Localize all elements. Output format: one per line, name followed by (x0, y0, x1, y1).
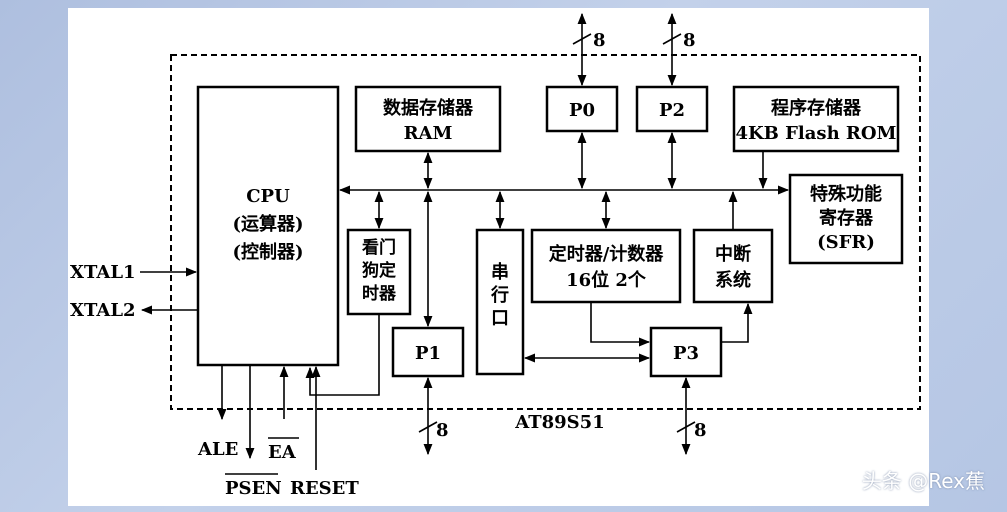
serial-label-3: 口 (491, 308, 509, 329)
p0-block: P0 (545, 85, 619, 133)
cpu-block: CPU (运算器) (控制器) (196, 85, 340, 367)
serial-label-1: 串 (491, 262, 509, 283)
ram-label: 数据存储器 (383, 97, 474, 119)
cpu-alu-label: (运算器) (232, 213, 303, 235)
xtal2-label: XTAL2 (70, 300, 136, 321)
diagram-sheet: CPU (运算器) (控制器) 数据存储器 RAM P0 P2 程序存储器 4K… (68, 8, 929, 506)
watchdog-label-2: 狗定 (362, 260, 396, 281)
p0-bus-slash (572, 33, 592, 45)
sfr-label-1: 特殊功能 (810, 183, 882, 205)
timer-label: 定时器/计数器 (549, 243, 665, 265)
p1-block: P1 (391, 326, 465, 378)
p3-bus-slash (676, 421, 696, 433)
p1-bus-slash (418, 421, 438, 433)
watchdog-label-3: 时器 (362, 284, 397, 304)
interrupt-label-1: 中断 (715, 243, 751, 265)
block-diagram: CPU (运算器) (控制器) 数据存储器 RAM P0 P2 程序存储器 4K… (70, 12, 921, 499)
p2-label: P2 (659, 100, 685, 121)
rom-label: 程序存储器 (771, 97, 862, 119)
p3-interrupt-link (721, 302, 753, 343)
serial-port-block: 串 行 口 (475, 228, 525, 376)
timer-counter-block: 定时器/计数器 16位 2个 (530, 228, 682, 304)
p3-label: P3 (673, 343, 699, 364)
interrupt-system-block: 中断 系统 (692, 228, 774, 304)
p2-block: P2 (635, 85, 709, 133)
p2-bus-width: 8 (683, 30, 696, 51)
timer-p3-link (590, 302, 651, 347)
watchdog-label-1: 看门 (361, 237, 396, 258)
p3-bus-width: 8 (694, 420, 707, 441)
sfr-label-3: (SFR) (817, 232, 875, 253)
p1-bus-width: 8 (436, 420, 449, 441)
psen-label: PSEN (225, 478, 282, 499)
rom-block: 程序存储器 4KB Flash ROM (732, 85, 900, 153)
cpu-controller-label: (控制器) (232, 241, 303, 263)
watchdog-block: 看门 狗定 时器 (346, 228, 412, 316)
rom-type-label: 4KB Flash ROM (736, 123, 897, 144)
ea-label: EA (268, 442, 297, 463)
sfr-label-2: 寄存器 (819, 207, 874, 229)
sfr-block: 特殊功能 寄存器 (SFR) (788, 173, 904, 265)
chip-boundary (170, 54, 921, 410)
cpu-label: CPU (246, 186, 290, 207)
interrupt-label-2: 系统 (715, 269, 751, 291)
p2-bus-slash (662, 33, 682, 45)
timer-count-label: 16位 2个 (566, 269, 647, 291)
ram-type-label: RAM (404, 123, 453, 144)
p0-bus-width: 8 (593, 30, 606, 51)
p0-label: P0 (569, 100, 595, 121)
xtal1-label: XTAL1 (70, 262, 136, 283)
p3-block: P3 (649, 326, 723, 378)
chip-name-label: AT89S51 (514, 412, 604, 433)
watermark: 头条 @Rex蕉 (861, 469, 985, 493)
reset-label: RESET (290, 478, 359, 499)
serial-label-2: 行 (490, 284, 509, 306)
p1-label: P1 (415, 343, 441, 364)
ale-label: ALE (197, 439, 238, 460)
watchdog-cpu-reset-link (305, 314, 380, 396)
ram-block: 数据存储器 RAM (354, 85, 502, 153)
